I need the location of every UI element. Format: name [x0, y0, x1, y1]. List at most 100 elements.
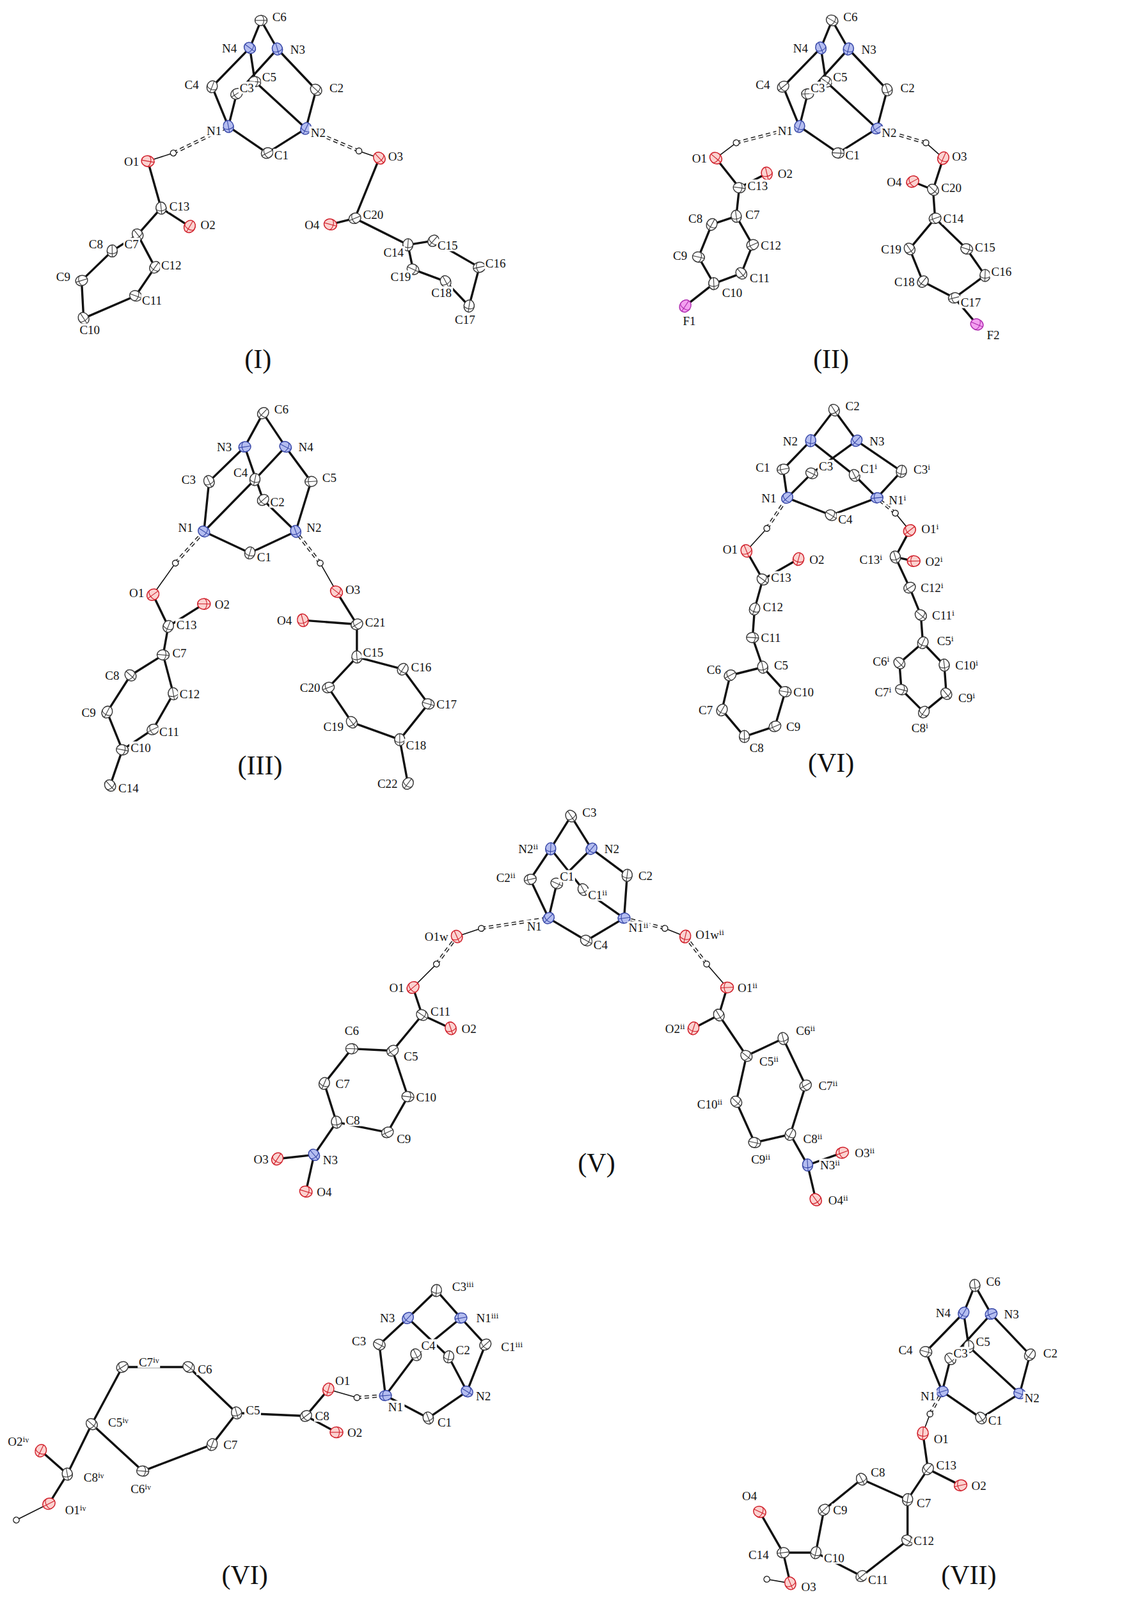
ellipsoid-outline: [691, 250, 706, 264]
principal-axis: [443, 1354, 455, 1360]
atom-ellipsoid: [775, 463, 791, 476]
ellipsoid-outline: [783, 1125, 798, 1142]
atom-label: C12: [912, 1533, 936, 1546]
principal-axis: [922, 1464, 933, 1474]
principal-axis: [937, 156, 949, 164]
atom-ellipsoid: [880, 82, 894, 98]
principal-axis: [448, 1021, 453, 1034]
atom-ellipsoid: [347, 211, 363, 226]
bond: [861, 1539, 908, 1576]
atom-ellipsoid: [181, 218, 198, 235]
principal-axis: [749, 607, 760, 613]
atom-ellipsoid: [792, 118, 807, 134]
ellipsoid-outline: [420, 697, 436, 711]
ellipsoid-outline: [155, 201, 167, 215]
bond: [351, 722, 400, 740]
atom-label: C2: [899, 81, 917, 95]
atom-label: C5: [772, 658, 790, 672]
principal-axis: [895, 470, 906, 475]
principal-axis: [407, 982, 417, 993]
bond: [556, 848, 592, 883]
ellipsoid-outline: [918, 1344, 933, 1358]
atom-ellipsoid: [751, 1503, 768, 1519]
principal-axis: [401, 1095, 414, 1097]
atom-label: C3ⁱⁱⁱ: [451, 1280, 476, 1293]
ellipsoid-outline: [738, 729, 750, 743]
ellipsoid-outline: [478, 925, 485, 931]
atom-label: O1: [721, 542, 739, 555]
ellipsoid-outline: [432, 959, 441, 968]
principal-axis: [399, 733, 400, 746]
ellipsoid-outline: [545, 841, 556, 855]
principal-axis: [847, 42, 851, 55]
ellipsoid-outline: [809, 1544, 823, 1560]
ellipsoid-outline: [870, 491, 885, 504]
principal-axis: [895, 659, 905, 669]
principal-axis: [65, 1467, 69, 1480]
principal-axis: [422, 701, 434, 705]
panel-label: (V): [577, 1148, 615, 1176]
atom-label: C15: [436, 238, 460, 251]
atom-ellipsoid: [399, 1309, 416, 1326]
ellipsoid-outline: [959, 241, 975, 256]
atom-label: C19: [879, 242, 903, 255]
atom-label: C1ⁱ: [859, 461, 879, 475]
principal-axis: [350, 213, 357, 224]
atom-label: N4: [934, 1306, 952, 1319]
principal-axis: [272, 47, 284, 54]
principal-axis: [566, 813, 578, 821]
principal-axis: [585, 845, 596, 855]
principal-axis: [856, 1571, 865, 1582]
atom-ellipsoid: [378, 1389, 392, 1402]
ellipsoid-outline: [347, 211, 363, 226]
ellipsoid-outline: [778, 685, 792, 698]
principal-axis: [204, 598, 208, 610]
principal-axis: [804, 88, 808, 100]
atom-label: O3: [344, 583, 362, 596]
ellipsoid-outline: [916, 703, 932, 720]
ellipsoid-outline: [308, 81, 325, 98]
atom-label: C1: [754, 461, 771, 474]
atom-label: C5ⁱᵛ: [106, 1415, 130, 1428]
hydrogen-atom: [661, 924, 669, 932]
atom-ellipsoid: [321, 1381, 336, 1397]
atom-ellipsoid: [779, 490, 796, 507]
ellipsoid-outline: [686, 1020, 701, 1036]
principal-axis: [62, 1472, 73, 1478]
ellipsoid-outline: [399, 1309, 416, 1326]
atom-label: C3: [350, 1333, 368, 1346]
atom-ellipsoid: [243, 545, 257, 561]
ellipsoid-outline: [762, 1574, 771, 1583]
ellipsoid-outline: [901, 522, 919, 539]
principal-axis: [829, 407, 840, 416]
ellipsoid-outline: [306, 1146, 323, 1163]
principal-axis: [333, 587, 343, 598]
principal-axis: [206, 475, 212, 487]
panel-label: (VI): [221, 1560, 268, 1588]
atom-label: C6: [196, 1362, 214, 1375]
principal-axis: [929, 216, 942, 221]
principal-axis: [939, 664, 950, 668]
atom-ellipsoid: [399, 775, 416, 792]
principal-axis: [885, 83, 890, 96]
ellipsoid-outline: [831, 147, 845, 159]
atom-label: C9: [55, 269, 72, 283]
principal-axis: [413, 1348, 419, 1360]
principal-axis: [275, 42, 279, 55]
principal-axis: [626, 868, 629, 881]
principal-axis: [136, 1470, 150, 1472]
atom-ellipsoid: [904, 173, 922, 190]
atom-label: O2: [776, 166, 794, 180]
atom-ellipsoid: [255, 15, 268, 26]
principal-axis: [544, 913, 553, 922]
atom-label: O4: [315, 1184, 333, 1197]
principal-axis: [904, 582, 913, 594]
principal-axis: [720, 986, 734, 988]
atom-ellipsoid: [888, 549, 903, 565]
principal-axis: [922, 1426, 924, 1440]
ellipsoid-outline: [114, 1358, 131, 1375]
principal-axis: [426, 698, 433, 710]
atom-label: N3: [1003, 1307, 1021, 1320]
ellipsoid-outline: [728, 1093, 745, 1110]
atom-ellipsoid: [760, 165, 774, 181]
